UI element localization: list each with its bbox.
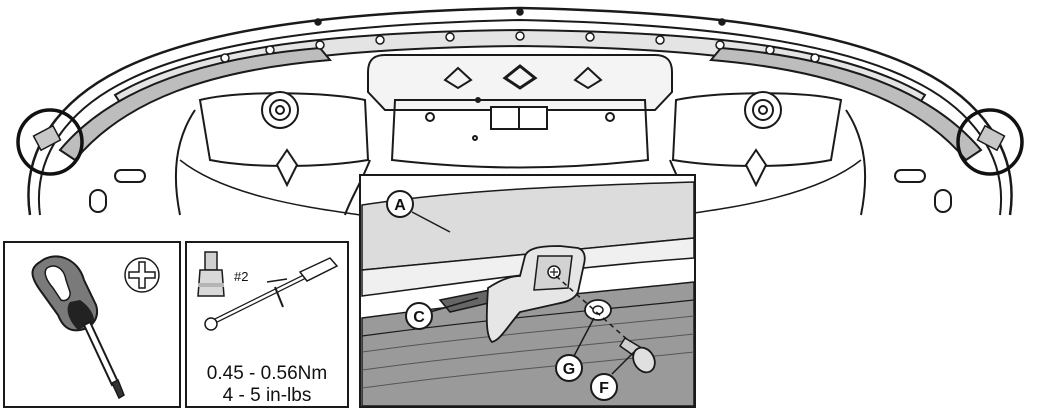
svg-text:A: A	[394, 197, 406, 214]
torque-panel: #2 0.45 - 0.56Nm 4 - 5 in-lbs	[185, 241, 349, 408]
svg-text:G: G	[563, 361, 575, 378]
screwdriver-icon	[31, 255, 125, 400]
bit-socket-icon	[197, 251, 225, 297]
callout-a: A	[386, 190, 414, 218]
bit-size-label: #2	[234, 269, 248, 284]
side-slots	[89, 169, 952, 213]
callout-f: F	[590, 373, 618, 401]
svg-text:F: F	[599, 380, 609, 397]
latch-details	[425, 64, 615, 141]
callout-g: G	[555, 354, 583, 382]
detail-inset: A C G F	[359, 174, 696, 408]
torque-nm-label: 0.45 - 0.56Nm	[207, 363, 327, 384]
trim-screws	[220, 8, 820, 63]
phillips-cross-icon	[124, 257, 160, 293]
left-corner-highlight	[16, 108, 84, 176]
callout-c: C	[405, 302, 433, 330]
washer-g	[584, 299, 612, 321]
svg-text:C: C	[413, 309, 425, 326]
right-corner-highlight	[956, 108, 1024, 176]
torque-inlbs-label: 4 - 5 in-lbs	[223, 385, 312, 406]
screw-f	[618, 336, 656, 374]
torque-wrench-icon	[204, 257, 339, 331]
screwdriver-panel	[3, 241, 181, 408]
grommets	[261, 91, 782, 188]
